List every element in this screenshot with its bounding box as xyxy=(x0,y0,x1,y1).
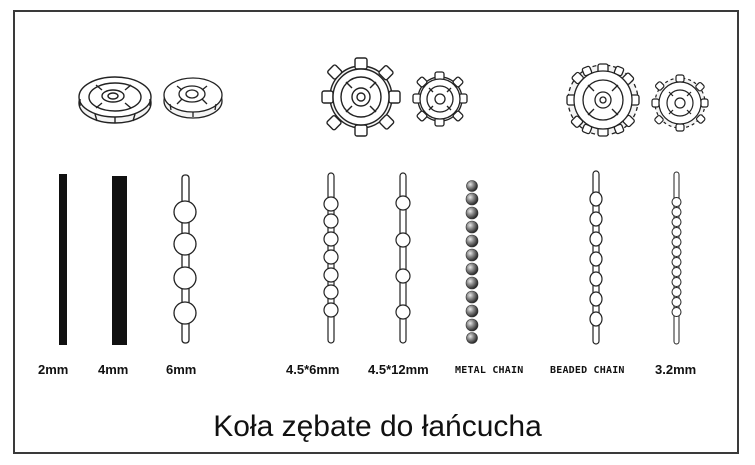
sprocket-wheel-large-icon xyxy=(321,57,401,137)
bead-chain-4-5x6mm xyxy=(323,172,339,344)
label-2mm: 2mm xyxy=(38,362,69,377)
bead-chain-3-2mm xyxy=(671,171,682,345)
pulley-wheel-small-icon xyxy=(163,77,223,119)
sprocket-wheel-small-icon xyxy=(412,71,468,127)
pulley-wheel-large-icon xyxy=(78,76,152,124)
cord-strip-2mm xyxy=(59,174,67,345)
label-4mm: 4mm xyxy=(98,362,129,377)
label-beaded-chain: BEADED CHAIN xyxy=(550,365,625,376)
caption: Koła zębate do łańcucha xyxy=(213,410,542,443)
metal-ball-chain xyxy=(465,180,479,344)
label-4-5x12mm: 4.5*12mm xyxy=(368,362,429,377)
label-3-2mm: 3.2mm xyxy=(655,362,697,377)
label-metal-chain: METAL CHAIN xyxy=(455,365,524,376)
cord-strip-4mm xyxy=(112,176,127,345)
bead-chain-4-5x12mm xyxy=(395,172,411,344)
sprocket-wheel-fine-small-icon xyxy=(651,74,709,132)
sprocket-wheel-fine-large-icon xyxy=(566,63,640,137)
bead-chain-6mm xyxy=(173,174,197,344)
label-6mm: 6mm xyxy=(166,362,197,377)
beaded-chain xyxy=(589,170,603,345)
label-4-5x6mm: 4.5*6mm xyxy=(286,362,340,377)
